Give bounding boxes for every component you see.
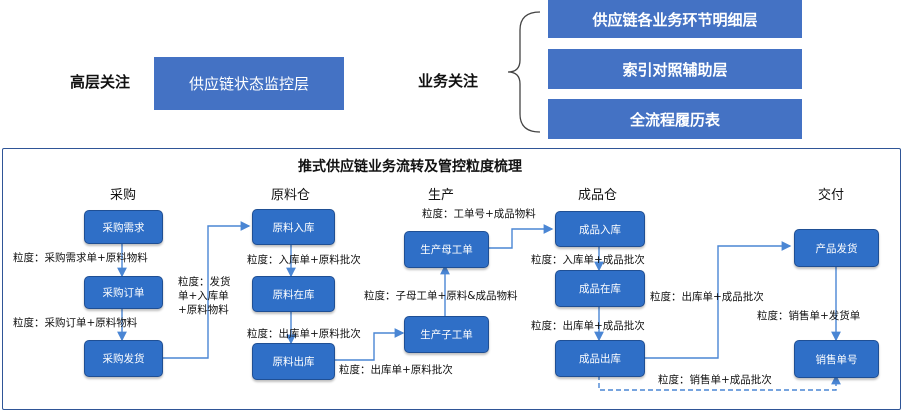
granularity-sales-batch: 粒度：销售单+成品批次 <box>658 374 772 386</box>
brace-icon <box>507 11 541 133</box>
node-product-shipment: 产品发货 <box>794 229 879 267</box>
high-level-focus-label: 高层关注 <box>70 73 131 91</box>
stage-delivery: 交付 <box>818 188 845 203</box>
node-parent-work-order: 生产母工单 <box>404 231 489 268</box>
business-detail-layer: 供应链各业务环节明细层 <box>548 0 802 38</box>
node-fg-inbound: 成品入库 <box>555 211 645 247</box>
granularity-shipment-line1: 粒度：发货 <box>178 276 231 288</box>
granularity-work-order: 粒度：工单号+成品物料 <box>422 208 536 220</box>
node-child-work-order: 生产子工单 <box>404 316 489 353</box>
node-sales-order-no: 销售单号 <box>794 340 879 378</box>
granularity-raw-inbound: 粒度：入库单+原料批次 <box>247 254 361 266</box>
node-raw-in-stock: 原料在库 <box>252 276 335 312</box>
granularity-sales-shipment: 粒度：销售单+发货单 <box>757 310 861 322</box>
node-purchase-shipment: 采购发货 <box>84 340 163 377</box>
node-raw-outbound: 原料出库 <box>252 343 335 380</box>
index-reference-layer: 索引对照辅助层 <box>548 49 802 89</box>
granularity-purchase-request: 粒度：采购需求单+原料物料 <box>13 252 148 264</box>
node-purchase-request: 采购需求 <box>84 210 163 244</box>
granularity-raw-outbound: 粒度：出库单+原料批次 <box>247 328 361 340</box>
panel-title: 推式供应链业务流转及管控粒度梳理 <box>298 159 522 175</box>
node-fg-in-stock: 成品在库 <box>555 270 645 307</box>
granularity-shipment-line2: 单+入库单 <box>178 290 229 302</box>
stage-production: 生产 <box>428 188 455 203</box>
stage-procurement: 采购 <box>110 188 137 203</box>
granularity-parent-child: 粒度：子母工单+原料&成品物料 <box>364 290 518 302</box>
supply-chain-monitor-layer: 供应链状态监控层 <box>154 57 344 110</box>
granularity-fg-inbound: 粒度：入库单+成品批次 <box>531 254 645 266</box>
node-raw-inbound: 原料入库 <box>252 209 335 245</box>
business-focus-label: 业务关注 <box>418 72 479 90</box>
stage-raw-material: 原料仓 <box>271 188 311 203</box>
stage-finished-goods: 成品仓 <box>578 188 618 203</box>
granularity-purchase-order: 粒度：采购订单+原料物料 <box>13 317 138 329</box>
full-process-history-table: 全流程履历表 <box>548 99 802 139</box>
granularity-shipment-line3: +原料物料 <box>178 304 229 316</box>
node-purchase-order: 采购订单 <box>84 276 163 309</box>
node-fg-outbound: 成品出库 <box>555 340 645 377</box>
granularity-fg-outbound: 粒度：出库单+成品批次 <box>531 320 645 332</box>
granularity-fg-to-delivery: 粒度：出库单+成品批次 <box>650 291 764 303</box>
granularity-raw-to-production: 粒度：出库单+原料批次 <box>339 364 453 376</box>
